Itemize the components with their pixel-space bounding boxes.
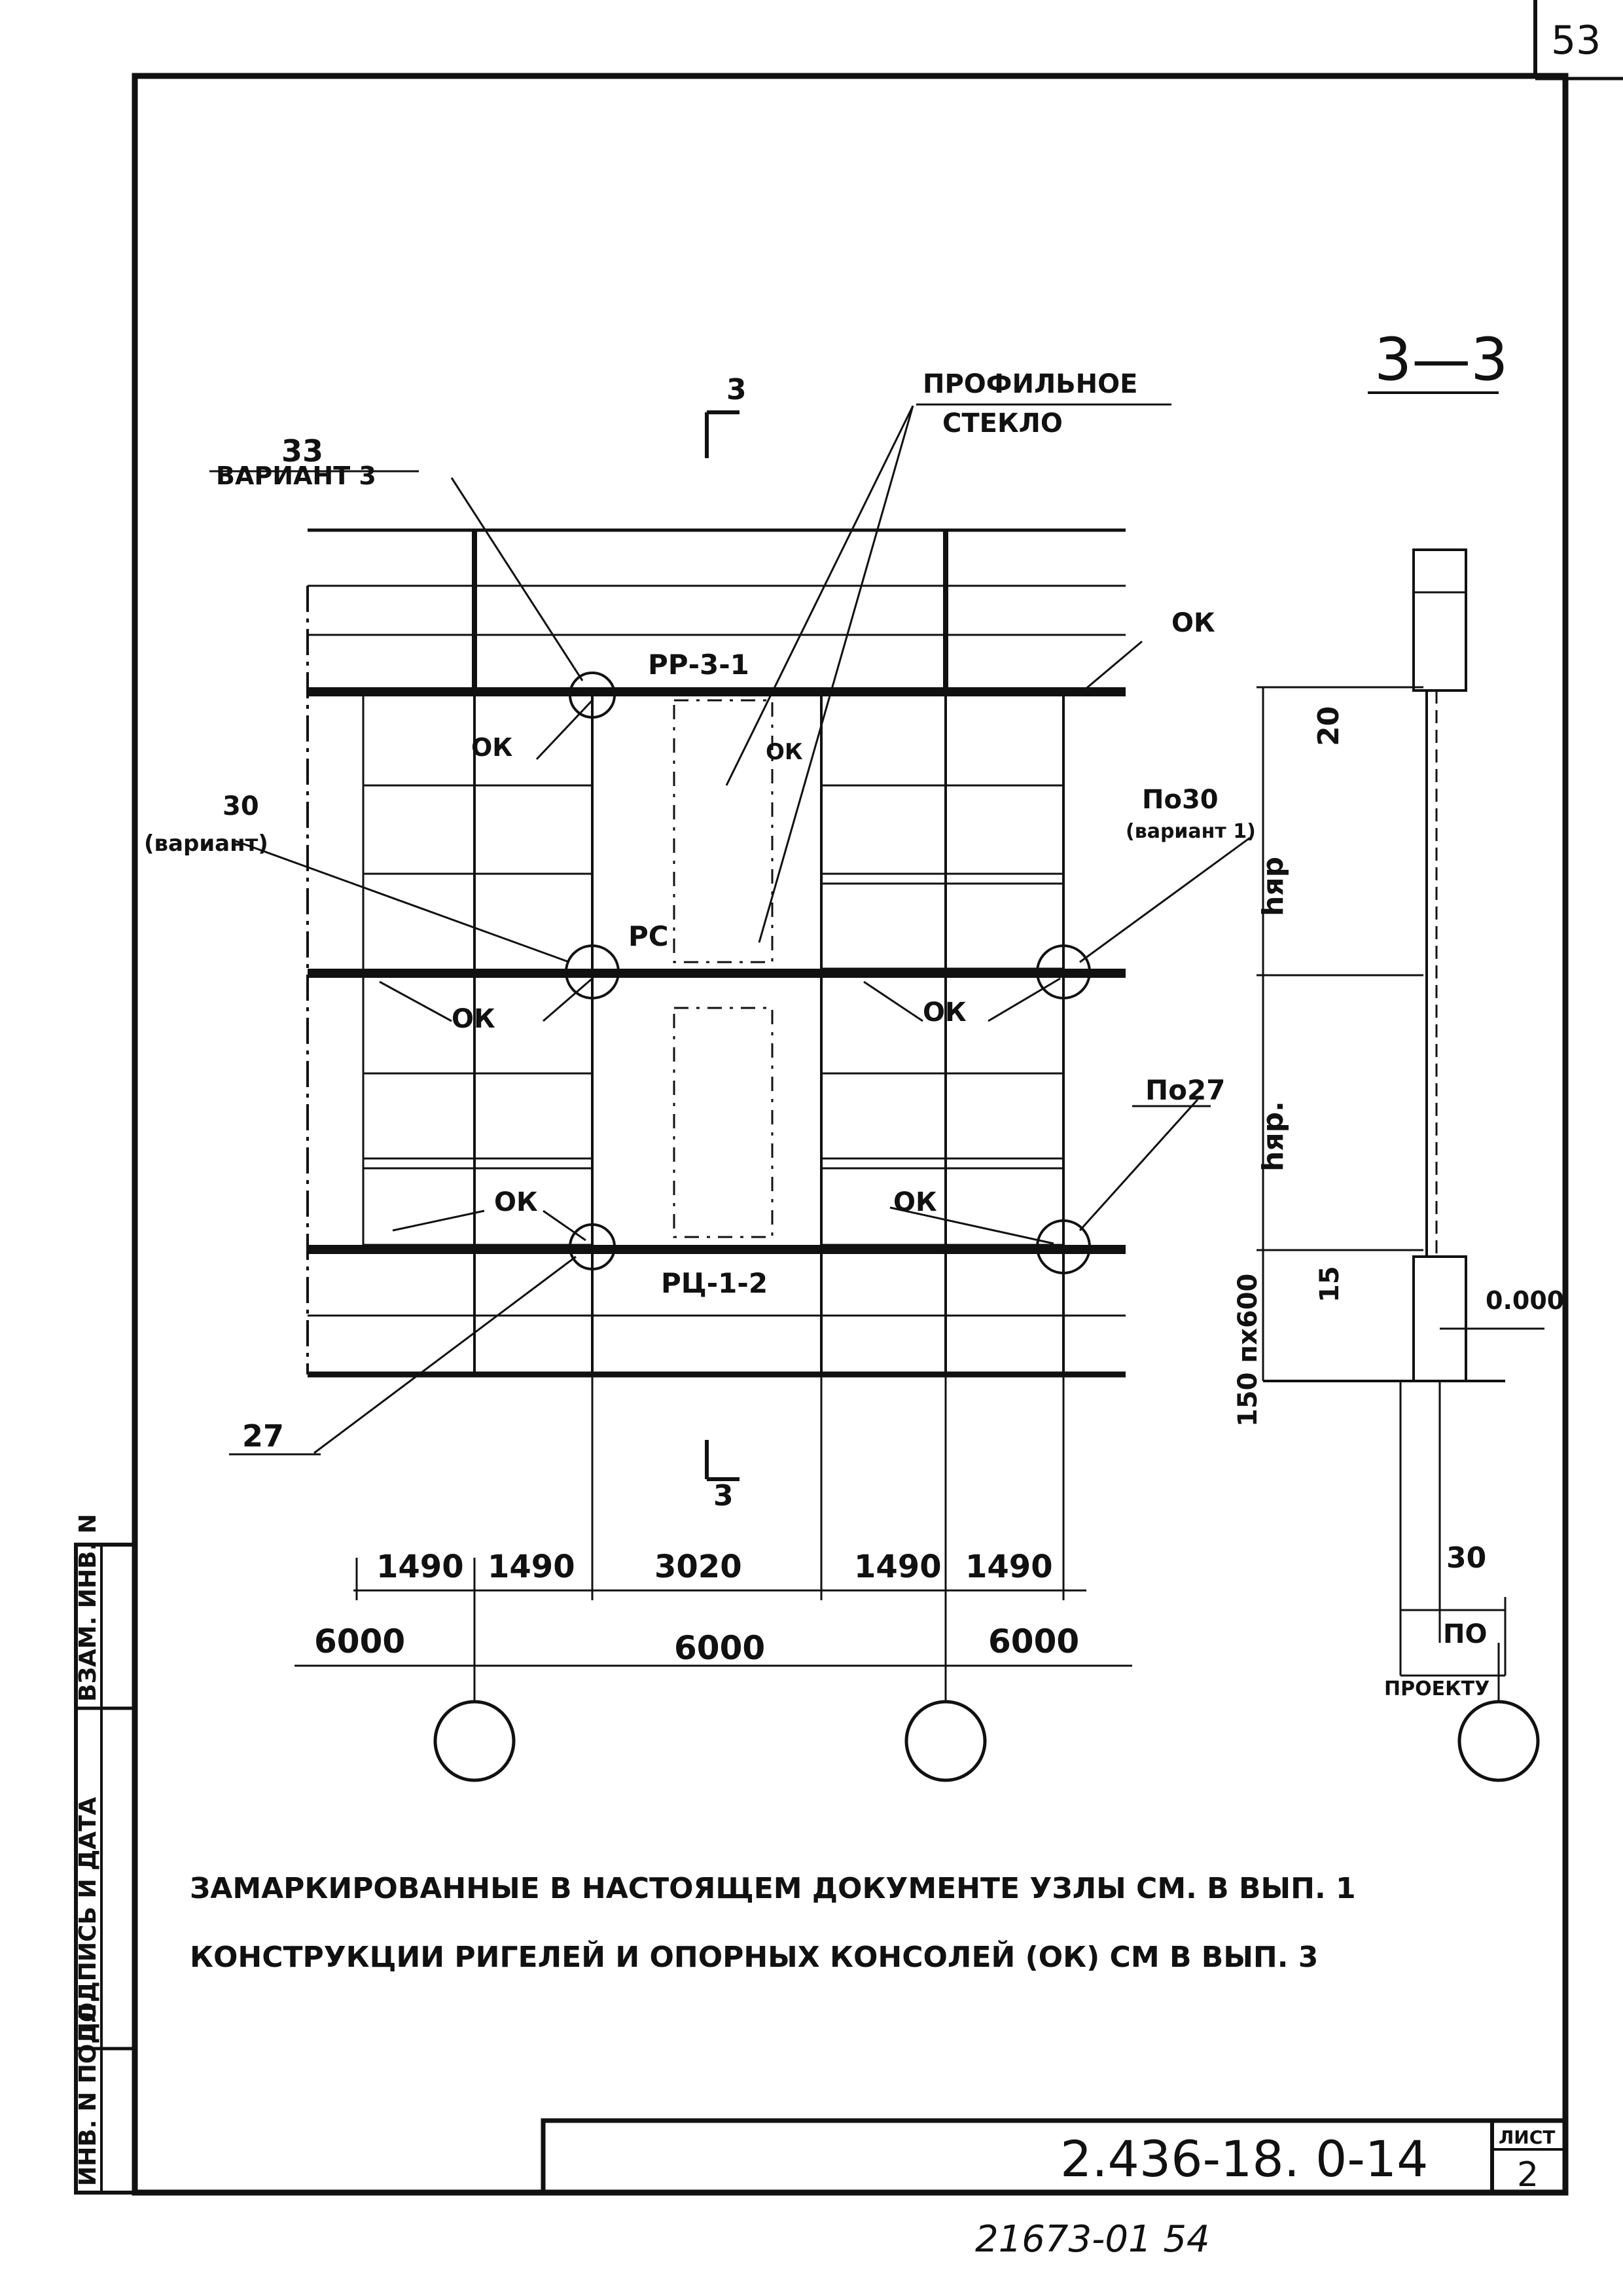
node-po27-label: По27 bbox=[1145, 1074, 1225, 1106]
section-mark-top: 3 bbox=[726, 373, 747, 406]
node-po27-circle bbox=[1036, 1219, 1091, 1274]
dimension-chains bbox=[294, 1374, 1132, 1689]
dim-h2: hяр. bbox=[1257, 1101, 1290, 1172]
node-27-label: 27 bbox=[242, 1418, 284, 1454]
document-code: 2.436-18. 0-14 bbox=[1060, 2130, 1429, 2188]
facade-elevation: 3 3 ПРОФИЛЬНОЕ СТЕКЛО 33 ВАРИАНТ 3 РР-3-… bbox=[144, 369, 1256, 1513]
dim-span-2: 6000 bbox=[674, 1629, 765, 1667]
beam-rc-label: РЦ-1-2 bbox=[661, 1267, 768, 1299]
dim-h1: hяр bbox=[1257, 857, 1290, 916]
dim-bay-5: 1490 bbox=[965, 1549, 1053, 1585]
dim-20: 20 bbox=[1312, 706, 1346, 746]
node-po30-circle bbox=[1036, 944, 1091, 999]
node-33-circle bbox=[569, 672, 616, 719]
ok-label: ОК bbox=[923, 997, 967, 1028]
beam-bottom bbox=[308, 1245, 1126, 1254]
ok-label: ОК bbox=[471, 733, 512, 762]
note-line-2: КОНСТРУКЦИИ РИГЕЛЕЙ И ОПОРНЫХ КОНСОЛЕЙ (… bbox=[190, 1939, 1318, 1974]
grid-axis-bubble bbox=[433, 1700, 516, 1782]
dim-proektu: ПРОЕКТУ bbox=[1384, 1677, 1489, 1700]
note-line-1: ЗАМАРКИРОВАННЫЕ В НАСТОЯЩЕМ ДОКУМЕНТЕ УЗ… bbox=[190, 1872, 1356, 1905]
beam-rs-label: РС bbox=[628, 920, 669, 952]
node-30-variant: (вариант) bbox=[144, 831, 268, 857]
node-33-variant: ВАРИАНТ 3 bbox=[216, 461, 376, 490]
dim-bay-3: 3020 bbox=[654, 1549, 742, 1585]
inv-orig-label: ИНВ. N ПОДЛ. bbox=[75, 1994, 101, 2186]
page-number-corner: 53 bbox=[1533, 0, 1623, 81]
node-po30-label: По30 bbox=[1142, 785, 1219, 815]
sign-date-label: ПОДПИСЬ И ДАТА bbox=[75, 1797, 101, 2042]
side-stamp: ИНВ. N ПОДЛ. ПОДПИСЬ И ДАТА ВЗАМ. ИНВ. N bbox=[74, 1514, 137, 2195]
elevation-mark: 0.000 bbox=[1486, 1286, 1564, 1315]
node-33-label: 33 bbox=[281, 433, 323, 469]
replaces-label: ВЗАМ. ИНВ. N bbox=[75, 1514, 101, 1702]
node-27-circle bbox=[569, 1223, 616, 1270]
dim-bay-4: 1490 bbox=[854, 1549, 942, 1585]
section-3-3 bbox=[1257, 548, 1544, 1677]
page-number: 53 bbox=[1551, 18, 1601, 63]
dim-bay-2: 1490 bbox=[488, 1549, 575, 1585]
dim-span-1: 6000 bbox=[314, 1623, 405, 1660]
beam-top bbox=[308, 687, 1126, 696]
stamp-label: ЛИСТ bbox=[1499, 2126, 1555, 2148]
ok-label: ОК bbox=[494, 1187, 538, 1217]
beam-rr-label: РР-3-1 bbox=[648, 649, 749, 681]
dim-bay-1: 1490 bbox=[376, 1549, 464, 1585]
node-30-label: 30 bbox=[223, 791, 259, 821]
profile-glass-label-2: СТЕКЛО bbox=[942, 408, 1063, 439]
ok-label: ОК bbox=[1171, 608, 1215, 638]
grid-axis-bubble bbox=[1457, 1700, 1540, 1782]
grid-axis-bubble bbox=[904, 1700, 987, 1782]
node-30-circle bbox=[565, 944, 620, 999]
title-block: ЛИСТ 2 2.436-18. 0-14 bbox=[541, 2118, 1568, 2195]
ok-label: ОК bbox=[893, 1187, 937, 1217]
section-mark-bottom: 3 bbox=[713, 1479, 734, 1513]
node-po30-variant: (вариант 1) bbox=[1126, 820, 1256, 843]
sheet-number: 2 bbox=[1517, 2155, 1539, 2195]
profile-glass-label-1: ПРОФИЛЬНОЕ bbox=[923, 369, 1137, 399]
dim-30: 30 bbox=[1446, 1541, 1486, 1575]
ok-label: ОК bbox=[766, 739, 803, 765]
beam-middle bbox=[308, 969, 1126, 978]
dim-span-3: 6000 bbox=[988, 1623, 1079, 1660]
dim-po: ПО bbox=[1443, 1619, 1487, 1649]
archive-number: 21673-01 54 bbox=[975, 2218, 1210, 2261]
section-title: 3—3 bbox=[1374, 325, 1508, 394]
dim-nx600: 150 пх600 bbox=[1233, 1274, 1263, 1427]
dim-15: 15 bbox=[1315, 1266, 1345, 1302]
ok-label: ОК bbox=[452, 1004, 495, 1034]
